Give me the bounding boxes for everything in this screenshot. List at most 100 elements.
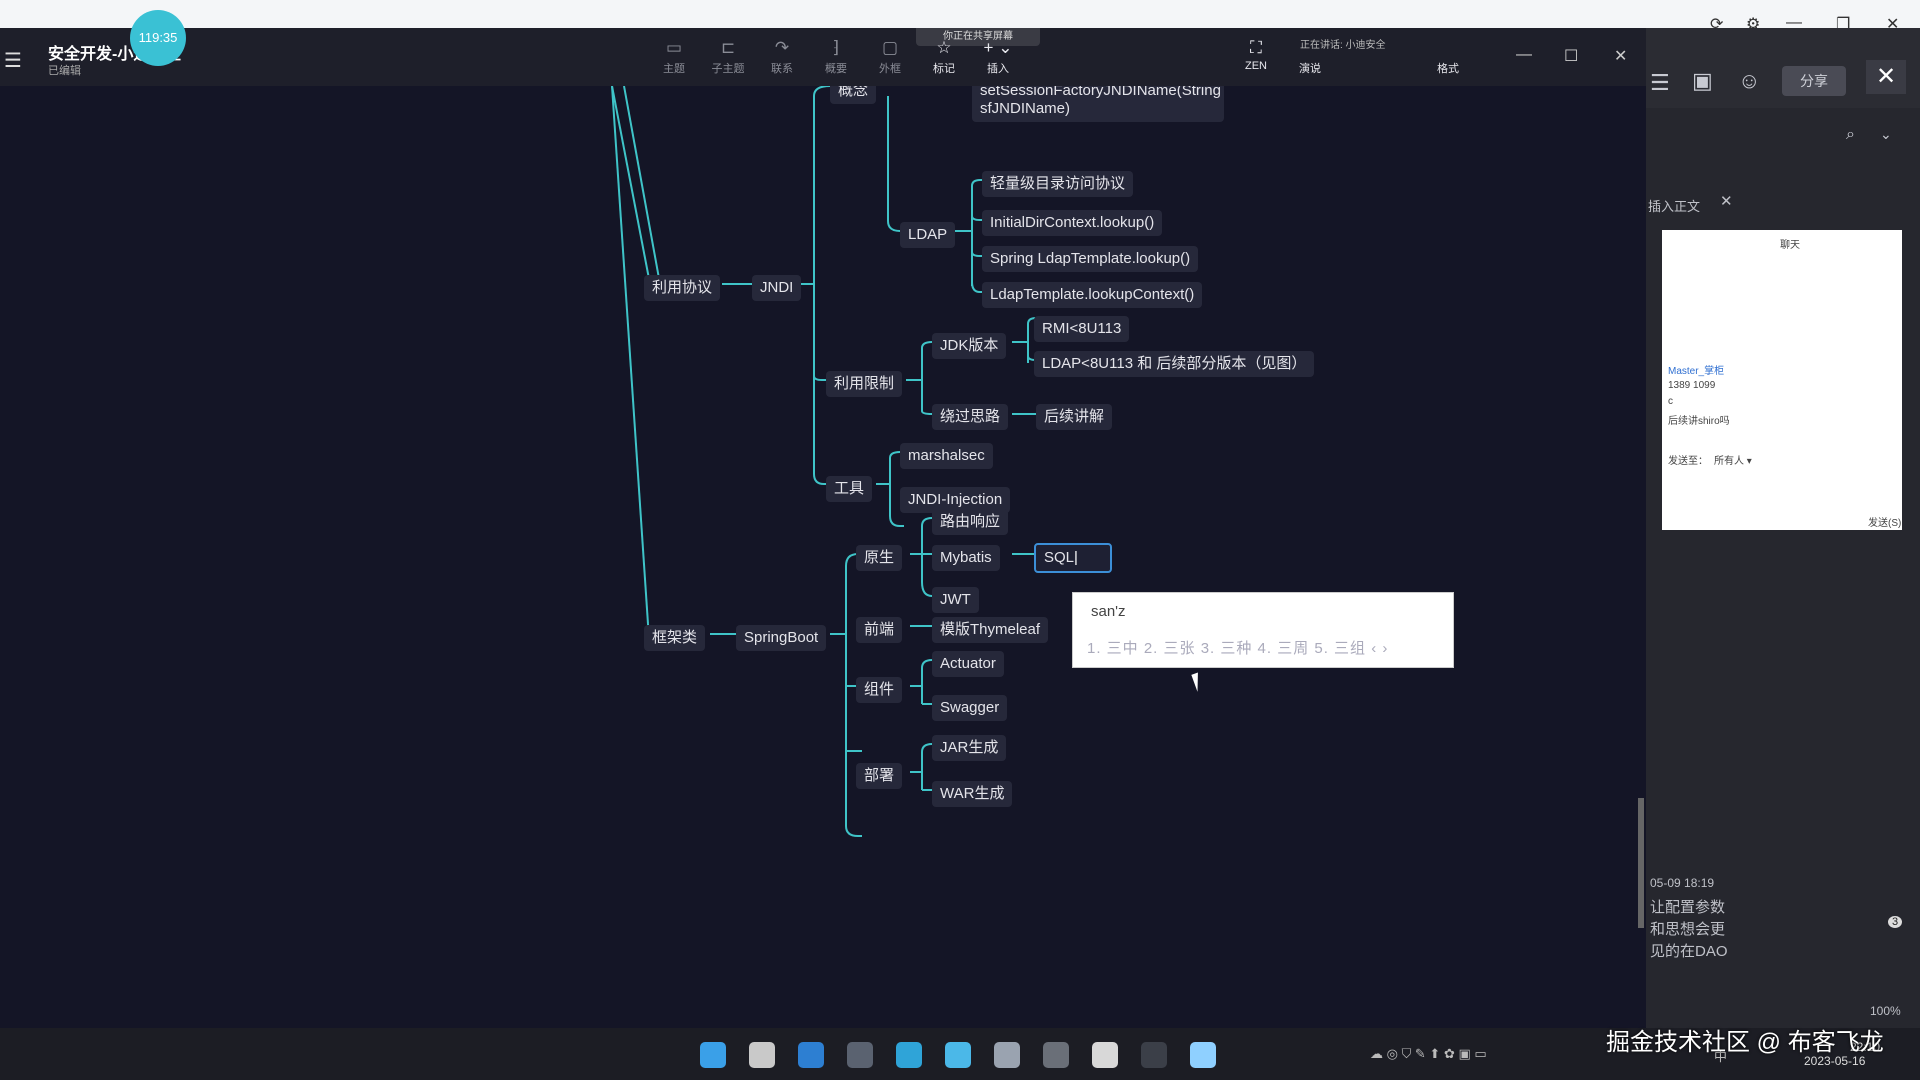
node-gongju[interactable]: 工具 [826, 476, 872, 502]
menu-icon[interactable]: ☰ [4, 48, 22, 73]
participants-icon[interactable]: ☺ [1738, 68, 1760, 94]
toolbar-zen-button[interactable]: ⛶ZEN [1232, 38, 1280, 72]
chrome-icon[interactable] [847, 1042, 873, 1068]
node-ldap[interactable]: LDAP [900, 222, 955, 248]
node-thymeleaf[interactable]: 模版Thymeleaf [932, 617, 1048, 643]
node-war[interactable]: WAR生成 [932, 781, 1012, 807]
marker-icon: ☆ [920, 38, 968, 60]
document-status: 已编辑 [48, 62, 81, 78]
node-setsession[interactable]: setSessionFactoryJNDIName(String sfJNDIN… [972, 86, 1224, 122]
timer-badge: 119:35 [130, 10, 186, 66]
toolbar-summary-button[interactable]: ⁆概要 [812, 38, 860, 76]
node-ldaptemplate[interactable]: LdapTemplate.lookupContext() [982, 282, 1202, 308]
chat-send-to: 发送至： [1668, 452, 1708, 467]
node-swagger[interactable]: Swagger [932, 695, 1007, 721]
chat-c: c [1668, 396, 1673, 407]
vertical-scrollbar[interactable] [1638, 798, 1644, 928]
toolbar-subtopic-button[interactable]: ⊏子主题 [704, 38, 752, 76]
node-gainian[interactable]: 概念 [830, 86, 876, 104]
chat-window: 聊天 Master_掌柜 1389 1099 c 后续讲shiro吗 发送至： … [1662, 230, 1902, 530]
ime-candidates[interactable]: 1. 三中 2. 三张 3. 三种 4. 三周 5. 三组 ‹ › [1087, 637, 1388, 658]
toolbar-boundary-button[interactable]: ▢外框 [866, 38, 914, 76]
summary-icon: ⁆ [812, 38, 860, 60]
node-actuator[interactable]: Actuator [932, 651, 1004, 677]
toolbar-label: 子主题 [704, 60, 752, 76]
close-icon[interactable]: ✕ [1614, 46, 1627, 66]
tray-icons[interactable]: ☁ ◎ ⛉ ✎ ⬆ ✿ ▣ ▭ [1370, 1046, 1487, 1062]
message-date: 05-09 18:19 [1650, 876, 1714, 890]
node-initialdir[interactable]: InitialDirContext.lookup() [982, 210, 1162, 236]
node-sql-text[interactable]: SQL [1044, 549, 1074, 566]
align-icon[interactable]: ☰ [1650, 70, 1670, 96]
toolbar-label: 演说 [1286, 60, 1334, 76]
desktop-top-bar [0, 0, 1920, 28]
toolbar-label: 格式 [1424, 60, 1472, 76]
toolbar-label: 联系 [758, 60, 806, 76]
node-jar[interactable]: JAR生成 [932, 735, 1006, 761]
watermark: 掘金技术社区 @ 布客飞龙 [1606, 1022, 1884, 1057]
node-raoguo[interactable]: 绕过思路 [932, 404, 1008, 430]
node-ldap-ver[interactable]: LDAP<8U113 和 后续部分版本（见图） [1034, 351, 1314, 377]
node-springboot[interactable]: SpringBoot [736, 625, 826, 651]
node-qianduan[interactable]: 前端 [856, 617, 902, 643]
topic-icon: ▭ [650, 38, 698, 60]
message-line-2: 和思想会更 [1650, 918, 1725, 939]
toolbar-format-button[interactable]: 格式 [1424, 38, 1472, 76]
app-icon[interactable] [1043, 1042, 1069, 1068]
chat-send-button[interactable]: 发送(S) [1868, 514, 1901, 529]
node-rmi[interactable]: RMI<8U113 [1034, 316, 1129, 342]
node-bushu[interactable]: 部署 [856, 763, 902, 789]
xmind-icon[interactable] [1190, 1042, 1216, 1068]
node-jndi[interactable]: JNDI [752, 275, 801, 301]
node-spring-ldap[interactable]: Spring LdapTemplate.lookup() [982, 246, 1198, 272]
notepad-icon[interactable] [994, 1042, 1020, 1068]
search-icon[interactable]: ⌕ [1846, 126, 1855, 144]
store-icon[interactable] [896, 1042, 922, 1068]
toolbar-topic-button[interactable]: ▭主题 [650, 38, 698, 76]
chevron-down-icon[interactable]: ⌄ [1880, 126, 1892, 143]
titlebar: ☰ 安全开发-小迪安全 已编辑 你正在共享屏幕 ▭主题⊏子主题↷联系⁆概要▢外框… [0, 28, 1646, 86]
maximize-icon[interactable]: ☐ [1564, 46, 1578, 66]
node-zujian[interactable]: 组件 [856, 677, 902, 703]
node-luyou[interactable]: 路由响应 [932, 509, 1008, 535]
message-line-1: 让配置参数 [1650, 896, 1725, 917]
toolbar-marker-button[interactable]: ☆标记 [920, 38, 968, 76]
ime-pinyin: san'z [1091, 603, 1126, 620]
chat-recipient-select[interactable]: 所有人 ▾ [1714, 452, 1752, 467]
node-jwt[interactable]: JWT [932, 587, 979, 613]
mindmap-canvas[interactable]: 概念 setSessionFactoryJNDIName(String sfJN… [0, 86, 1646, 1028]
node-houxu[interactable]: 后续讲解 [1036, 404, 1112, 430]
message-line-3: 见的在DAO [1650, 940, 1728, 961]
format-icon [1424, 38, 1472, 60]
screen-share-icon[interactable]: ▣ [1692, 68, 1713, 94]
node-qingliang[interactable]: 轻量级目录访问协议 [982, 171, 1133, 197]
node-kuangjia[interactable]: 框架类 [644, 625, 705, 651]
share-button[interactable]: 分享 [1782, 66, 1846, 96]
node-sql-editing[interactable]: SQL| [1034, 543, 1112, 573]
tab-close-icon[interactable]: ✕ [1720, 192, 1733, 210]
node-mybatis[interactable]: Mybatis [932, 545, 1000, 571]
explorer-icon[interactable] [749, 1042, 775, 1068]
insert-icon: + ⌄ [974, 38, 1022, 60]
terminal-icon[interactable] [1141, 1042, 1167, 1068]
photos-icon[interactable] [945, 1042, 971, 1068]
minimize-icon[interactable]: — [1516, 46, 1532, 64]
settings-icon[interactable] [1092, 1042, 1118, 1068]
node-liyongxieyi[interactable]: 利用协议 [644, 275, 720, 301]
panel-close-button[interactable]: ✕ [1866, 60, 1906, 94]
notification-badge: 3 [1888, 916, 1902, 928]
node-limit[interactable]: 利用限制 [826, 371, 902, 397]
tab-label: 插入正文 [1648, 196, 1700, 215]
start-icon[interactable] [700, 1042, 726, 1068]
chat-title: 聊天 [1780, 236, 1800, 251]
toolbar-relation-button[interactable]: ↷联系 [758, 38, 806, 76]
node-marshalsec[interactable]: marshalsec [900, 443, 993, 469]
ime-candidate-popup[interactable]: san'z 1. 三中 2. 三张 3. 三种 4. 三周 5. 三组 ‹ › [1072, 592, 1454, 668]
chat-nums: 1389 1099 [1668, 380, 1715, 391]
edge-icon[interactable] [798, 1042, 824, 1068]
toolbar-insert-button[interactable]: + ⌄插入 [974, 38, 1022, 76]
node-jdk[interactable]: JDK版本 [932, 333, 1006, 359]
zoom-level: 100% [1870, 1004, 1901, 1018]
toolbar-label: 外框 [866, 60, 914, 76]
node-yuansheng[interactable]: 原生 [856, 545, 902, 571]
